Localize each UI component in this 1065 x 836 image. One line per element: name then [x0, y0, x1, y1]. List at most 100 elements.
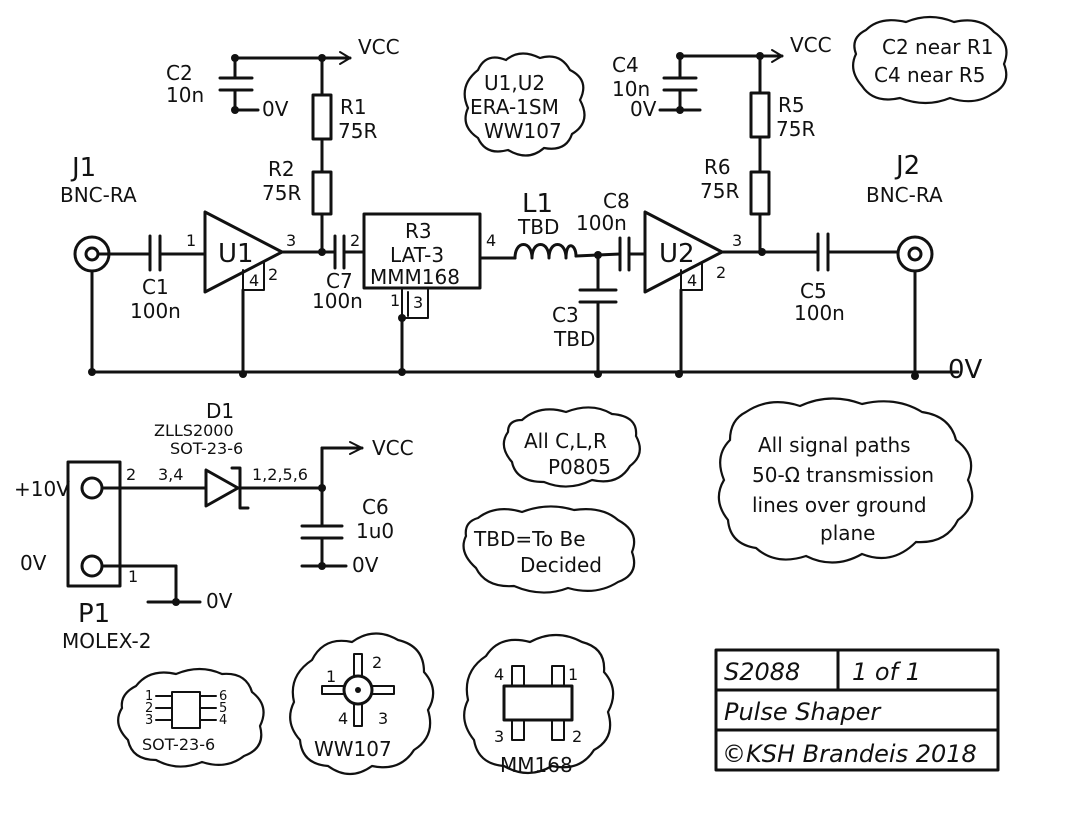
r3-pin-out: 4	[486, 231, 496, 250]
note-tline: All signal paths 50-Ω transmission lines…	[717, 397, 974, 564]
p1-connector: +10V 0V P1 MOLEX-2 2 1 0V	[14, 460, 233, 653]
vcc-label-left: VCC	[358, 35, 400, 59]
j1-connector: J1 BNC-RA	[60, 153, 152, 374]
c1-value: 100n	[130, 299, 181, 323]
p1-ref: P1	[78, 599, 110, 629]
u1-pin-g2: 2	[268, 265, 278, 284]
title-block: S2088 1 of 1 Pulse Shaper ©KSH Brandeis …	[714, 648, 1000, 772]
r1-value: 75R	[338, 119, 377, 143]
r6-resistor: R6 75R	[700, 155, 771, 254]
r3-pin-in: 2	[350, 231, 360, 250]
sot-pin-5: 5	[219, 701, 227, 716]
p1-pin2: 1	[128, 567, 138, 586]
u1-amplifier: U1 1 3 4 2	[186, 210, 337, 374]
r3-pin-g1: 1	[390, 291, 400, 310]
u2-ref: U2	[659, 239, 695, 269]
l1-ref: L1	[522, 189, 553, 219]
note-tline-line3: lines over ground	[752, 493, 927, 517]
r3-ref: R3	[405, 219, 432, 243]
j2-connector: J2 BNC-RA	[866, 151, 943, 374]
mm-pin-2: 2	[572, 727, 582, 746]
mm-pin-1: 1	[568, 665, 578, 684]
c4-gnd: 0V	[630, 97, 657, 121]
package-ww107: 1 2 3 4 WW107	[289, 632, 435, 776]
note-smd-line1: All C,L,R	[524, 429, 607, 453]
ww-pin-1: 1	[326, 667, 336, 686]
copyright: ©KSH Brandeis 2018	[722, 740, 977, 768]
note-tbd-line1: TBD=To Be	[473, 527, 586, 551]
note-amp-part: U1,U2 ERA-1SM WW107	[463, 52, 586, 157]
sot-name: SOT-23-6	[142, 735, 215, 754]
p1-type: MOLEX-2	[62, 629, 151, 653]
c7-ref: C7	[326, 269, 353, 293]
u2-pin-g1: 4	[687, 271, 697, 290]
c4-ref: C4	[612, 53, 639, 77]
vcc-rail-left: VCC	[231, 35, 400, 65]
c8-capacitor: C8 100n	[576, 189, 647, 272]
c2-value: 10n	[166, 83, 204, 107]
p1-gnd: 0V	[206, 589, 233, 613]
vcc-rail-right: VCC	[676, 33, 832, 63]
l1-value: TBD	[517, 215, 559, 239]
c5-capacitor: C5 100n	[794, 232, 900, 325]
r6-ref: R6	[704, 155, 731, 179]
c3-capacitor: C3 TBD	[552, 253, 618, 374]
j1-type: BNC-RA	[60, 183, 137, 207]
u1-pin-out: 3	[286, 231, 296, 250]
c5-ref: C5	[800, 279, 827, 303]
c6-value: 1u0	[356, 519, 394, 543]
c4-value: 10n	[612, 77, 650, 101]
vcc-output-label: VCC	[372, 436, 414, 460]
d1-diode: D1 ZLLS2000 SOT-23-6 3,4 1,2,5,6	[154, 399, 326, 510]
note-tline-line4: plane	[820, 521, 876, 545]
r6-value: 75R	[700, 179, 739, 203]
p1-pin1: 2	[126, 465, 136, 484]
c6-ref: C6	[362, 495, 389, 519]
r3-pin-g2: 3	[413, 293, 423, 312]
r3-attenuator: R3 LAT-3 MMM168 4 1 3	[362, 212, 517, 374]
note-amp-line2: ERA-1SM	[470, 95, 559, 119]
c2-ref: C2	[166, 61, 193, 85]
d1-package: SOT-23-6	[170, 439, 243, 458]
note-smd: All C,L,R P0805	[502, 406, 641, 488]
mm-pin-4: 4	[494, 665, 504, 684]
vcc-output: VCC	[320, 436, 414, 528]
note-smd-line2: P0805	[548, 455, 611, 479]
u2-amplifier: U2 3 4 2	[643, 210, 820, 374]
c3-ref: C3	[552, 303, 579, 327]
sot-pin-1: 1	[145, 689, 153, 704]
sot-pin-6: 6	[219, 689, 227, 704]
u2-pin-out: 3	[732, 231, 742, 250]
c1-capacitor: C1 100n	[130, 234, 207, 323]
d1-part: ZLLS2000	[154, 421, 234, 440]
r5-ref: R5	[778, 93, 805, 117]
c8-value: 100n	[576, 211, 627, 235]
c6-gnd: 0V	[352, 553, 379, 577]
r3-package: MMM168	[370, 265, 460, 289]
r1-resistor: R1 75R	[311, 56, 377, 174]
u1-pin-in: 1	[186, 231, 196, 250]
ww-name: WW107	[314, 737, 392, 761]
note-placement: C2 near R1 C4 near R5	[851, 15, 1008, 105]
note-amp-line3: WW107	[484, 119, 562, 143]
drawing-number: S2088	[724, 658, 800, 686]
c5-value: 100n	[794, 301, 845, 325]
c6-capacitor: 0V C6 1u0	[300, 495, 394, 577]
c4-capacitor: 0V C4 10n	[612, 53, 702, 121]
vcc-label-right: VCC	[790, 33, 832, 57]
r3-part: LAT-3	[390, 243, 444, 267]
c8-ref: C8	[603, 189, 630, 213]
sot-pin-3: 3	[145, 713, 153, 728]
note-tbd: TBD=To Be Decided	[462, 505, 636, 594]
note-placement-line2: C4 near R5	[874, 63, 985, 87]
mm-name: MM168	[500, 753, 573, 777]
sheet-number: 1 of 1	[852, 658, 921, 686]
c2-gnd: 0V	[262, 97, 289, 121]
c7-capacitor: 2 C7 100n	[312, 231, 366, 313]
u2-pin-g2: 2	[716, 263, 726, 282]
d1-pins-in: 3,4	[158, 465, 183, 484]
note-placement-line1: C2 near R1	[882, 35, 993, 59]
note-tbd-line2: Decided	[520, 553, 602, 577]
r5-value: 75R	[776, 117, 815, 141]
